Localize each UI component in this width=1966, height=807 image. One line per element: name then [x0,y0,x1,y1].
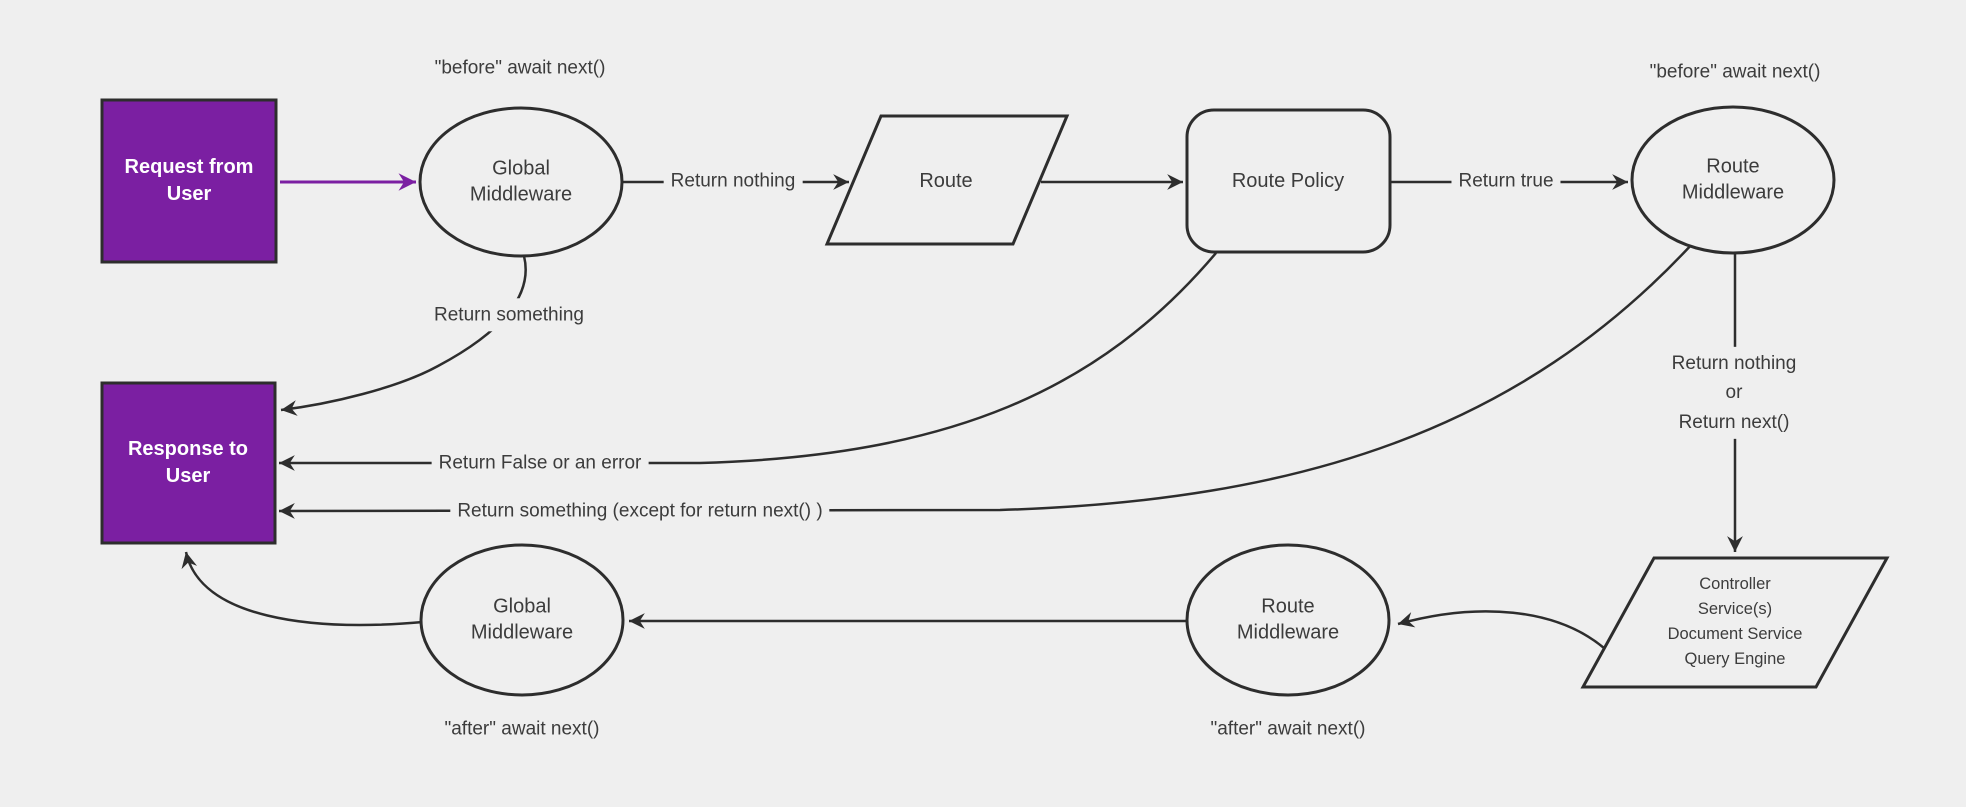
edge-global-middleware-return-something-to-response [280,255,527,416]
route-middleware-top-label: Route Middleware [1681,155,1785,204]
return-something-except-label: Return something (except for return next… [450,494,830,528]
return-something-label: Return something [427,298,591,332]
return-true-label: Return true [1451,164,1561,198]
route-middleware-top-node [1630,105,1836,255]
global-middleware-top-label: Global Middleware [469,157,573,206]
controller-label: Controller Service(s) Document Service Q… [1667,574,1803,669]
global-middleware-bottom-label: Global Middleware [470,595,574,644]
edge-route-policy-return-false-to-response [279,252,1217,471]
before-await-next-right-label: "before" await next() [1642,55,1828,89]
route-policy-label: Route Policy [1231,169,1345,192]
before-await-next-left-label: "before" await next() [427,51,613,85]
global-middleware-top-node [418,106,624,258]
return-nothing-or-next-label: Return nothing or Return next() [1664,346,1804,440]
return-nothing-label: Return nothing [663,164,803,198]
response-node [100,381,277,545]
request-node-label: Request from User [124,156,254,205]
route-label: Route [919,169,973,192]
response-node-label: Response to User [127,438,249,487]
edge-route-middleware-return-something-to-response [278,242,1694,519]
return-false-or-error-label: Return False or an error [431,446,649,480]
route-policy-node [1185,108,1392,254]
edge-controller-to-route-middleware-bottom [1397,610,1605,649]
global-middleware-bottom-node [419,543,625,697]
route-node [824,114,1070,246]
controller-node [1580,556,1890,689]
request-node [100,98,278,264]
after-await-next-right-label: "after" await next() [1203,712,1373,746]
route-middleware-bottom-label: Route Middleware [1236,595,1340,644]
edge-global-middleware-bottom-to-response [181,551,424,627]
route-middleware-bottom-node [1185,543,1391,697]
after-await-next-left-label: "after" await next() [437,712,607,746]
